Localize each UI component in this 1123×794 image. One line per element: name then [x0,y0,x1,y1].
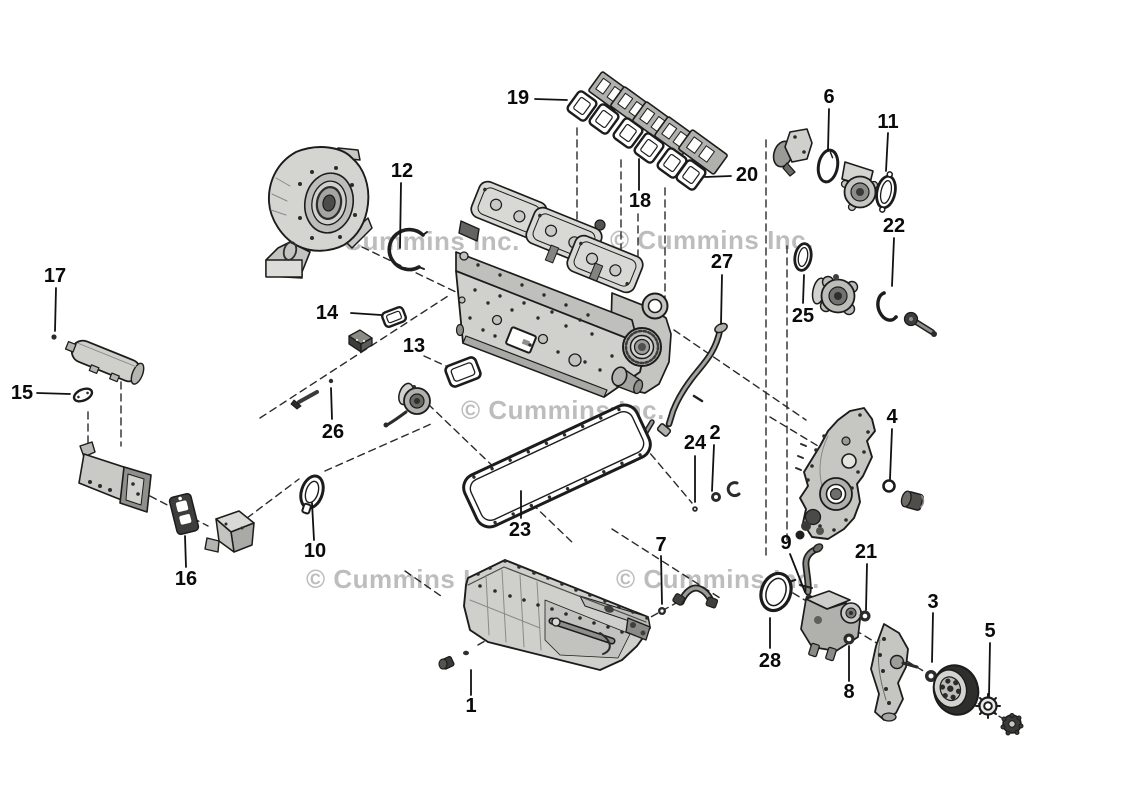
part-callout-12: 12 [390,160,414,182]
gasket-22 [876,291,898,322]
gear-cover-drawing [795,407,925,540]
oil-cooler-assembly [51,334,325,553]
suction-tube-7 [658,584,719,615]
part-callout-28: 28 [758,650,782,672]
leader-lines [36,98,991,697]
part-callout-2: 2 [709,422,721,444]
part-callout-19: 19 [506,87,530,109]
part-callout-17: 17 [43,265,67,287]
drain-plug [438,650,469,670]
oil-pump-drawing [800,590,871,662]
part-callout-7: 7 [655,534,667,556]
part-callout-20: 20 [735,164,759,186]
watermark-text: © Cummins Inc. [610,225,814,255]
part-callout-15: 15 [10,382,34,404]
flywheel-housing-drawing [265,146,373,279]
part-callout-27: 27 [710,251,734,273]
part-callout-9: 9 [780,532,792,554]
thermostat-water-pump-group [772,128,897,213]
part-callout-23: 23 [508,519,532,541]
damper-pulley-drawing [932,664,1024,736]
gasket-11 [875,171,897,213]
gasket-13-group [383,356,482,428]
part-callout-18: 18 [628,190,652,212]
part-callout-6: 6 [823,86,835,108]
part-callout-4: 4 [886,406,898,428]
drive-shaft [903,311,937,337]
bolt-dots [468,263,614,372]
fuel-pump-group [793,242,937,337]
fill-tube-9 [799,543,824,602]
gasket-6 [816,148,840,184]
part-callout-24: 24 [683,432,707,454]
gasket-16 [168,493,200,535]
oil-pan-gasket [462,403,652,529]
engine-block-drawing [455,180,672,398]
lock-washer-5 [975,693,1001,719]
part-callout-13: 13 [402,335,426,357]
exhaust-manifold-gaskets [588,71,728,175]
pan-rim-bolts [476,559,649,634]
small-parts-24-2 [692,481,741,512]
part-callout-11: 11 [877,111,899,133]
gasket-15 [72,387,94,403]
part-callout-5: 5 [984,620,996,642]
part-callout-14: 14 [315,302,339,324]
gasket-28 [759,571,797,613]
connection-cover [204,510,255,553]
part-callout-8: 8 [843,681,855,703]
part-callout-1: 1 [465,695,477,717]
crank-gear [1000,713,1024,736]
plug-17 [51,334,57,340]
cup-plug [900,490,925,511]
part-callout-16: 16 [174,568,198,590]
part-callout-26: 26 [321,421,345,443]
part-callout-21: 21 [854,541,878,563]
o-ring-4 [882,479,896,493]
oil-pan-drawing [438,559,651,671]
intake-manifold-gaskets [566,90,707,191]
transfer-pump-drawing [383,382,431,428]
part-callout-3: 3 [927,591,939,613]
gasket-25 [793,242,813,272]
gasket-14-group [290,306,407,410]
part-callout-22: 22 [882,215,906,237]
support-bracket-drawing [870,623,937,722]
gasket-10 [299,474,325,515]
part-callout-25: 25 [791,305,815,327]
rear-seal-ring [387,227,428,272]
part-callout-10: 10 [303,540,327,562]
